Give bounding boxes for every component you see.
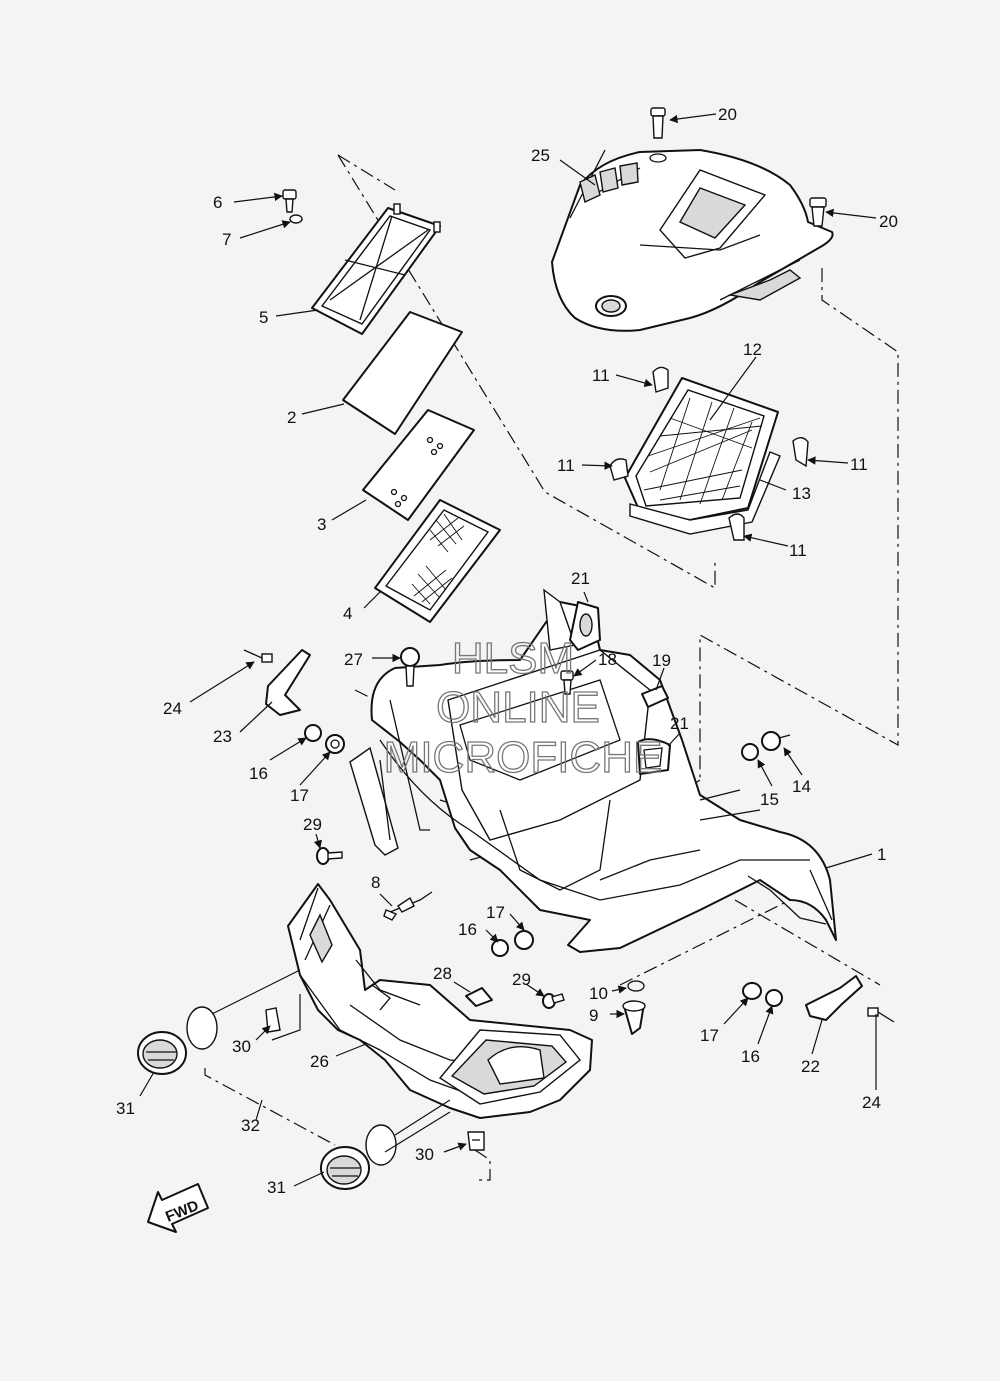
callout-2: 2: [287, 408, 296, 427]
sponge-pad-2: [342, 311, 463, 435]
filter-screen-4: [374, 499, 501, 623]
fastener-6-7: [282, 189, 303, 224]
screw-29b: [542, 993, 565, 1009]
callout-labels: 20 20 25 6 7 5 2 3 4 12 11 11 11 11 13 2…: [116, 105, 898, 1197]
lens-ring-32b: [365, 1124, 397, 1166]
callout-31a: 31: [116, 1099, 135, 1118]
watermark-line-3: MICROFICHE: [384, 733, 663, 782]
callout-21b: 21: [670, 714, 689, 733]
callout-15: 15: [760, 790, 779, 809]
screw-29a: [316, 847, 343, 865]
callout-26: 26: [310, 1052, 329, 1071]
callout-17c: 17: [700, 1026, 719, 1045]
callout-4: 4: [343, 604, 352, 623]
callout-16c: 16: [741, 1047, 760, 1066]
callout-16b: 16: [458, 920, 477, 939]
rivet-24b: [867, 1007, 895, 1023]
front-cover-lower-26: [287, 883, 593, 1119]
watermark-line-2: ONLINE: [436, 683, 600, 732]
nut-19: [641, 685, 669, 708]
callout-leaders: [139, 113, 877, 1187]
callout-10: 10: [589, 984, 608, 1003]
front-fender-1: [349, 588, 837, 953]
callout-7: 7: [222, 230, 231, 249]
grille-clips-11: [609, 366, 809, 541]
callout-21a: 21: [571, 569, 590, 588]
callout-24b: 24: [862, 1093, 881, 1112]
callout-29a: 29: [303, 815, 322, 834]
bolt-washer-16-17b: [491, 930, 534, 957]
watermark-line-1: HLSM: [452, 634, 574, 683]
callout-11b: 11: [850, 455, 868, 474]
callout-25: 25: [531, 146, 550, 165]
headlight-31a: [137, 1031, 187, 1075]
callout-20b: 20: [879, 212, 898, 231]
callout-6: 6: [213, 193, 222, 212]
callout-9: 9: [589, 1006, 598, 1025]
rubber-damper-21a: [569, 601, 601, 651]
callout-24a: 24: [163, 699, 182, 718]
callout-31b: 31: [267, 1178, 286, 1197]
grommet-9-10: [622, 980, 646, 1035]
watermark: HLSM ONLINE MICROFICHE: [383, 633, 663, 782]
rubber-damper-21b: [637, 738, 671, 775]
callout-11c: 11: [557, 456, 575, 475]
callout-16a: 16: [249, 764, 268, 783]
bolt-washer-16-17a: [304, 724, 345, 754]
clip-30b: [467, 1131, 485, 1151]
callout-32: 32: [241, 1116, 260, 1135]
assembly-indicators: [211, 969, 451, 1153]
callout-18: 18: [598, 650, 617, 669]
bolt-18: [560, 670, 574, 695]
trim-clip-20b: [809, 197, 827, 227]
callout-28: 28: [433, 964, 452, 983]
lens-ring-32a: [186, 1006, 218, 1050]
filter-sheet-3: [362, 409, 475, 521]
callout-19: 19: [652, 651, 671, 670]
wire-harness-8: [383, 891, 433, 921]
bracket-22: [805, 975, 863, 1021]
trim-clip-20a: [649, 107, 667, 163]
callout-17b: 17: [486, 903, 505, 922]
callout-14: 14: [792, 777, 811, 796]
forward-direction-arrow: FWD: [147, 1183, 209, 1233]
callout-11d: 11: [789, 541, 807, 560]
filter-frame-5: [311, 203, 441, 335]
callout-29b: 29: [512, 970, 531, 989]
callout-17a: 17: [290, 786, 309, 805]
callout-12: 12: [743, 340, 762, 359]
grille-12-13: [624, 377, 781, 535]
callout-13: 13: [792, 484, 811, 503]
callout-30a: 30: [232, 1037, 251, 1056]
callout-5: 5: [259, 308, 268, 327]
nut-28: [465, 987, 493, 1007]
callout-8: 8: [371, 873, 380, 892]
bolt-washer-14-15: [741, 731, 791, 761]
callout-1: 1: [877, 845, 886, 864]
callout-11a: 11: [592, 366, 610, 385]
front-cover-upper: [551, 149, 834, 332]
rivet-24a: [243, 649, 273, 663]
bolt-27: [400, 647, 420, 687]
bolt-washer-16-17c: [742, 982, 783, 1007]
callout-22: 22: [801, 1057, 820, 1076]
callout-20a: 20: [718, 105, 737, 124]
callout-30b: 30: [415, 1145, 434, 1164]
callout-3: 3: [317, 515, 326, 534]
callout-27: 27: [344, 650, 363, 669]
callout-23: 23: [213, 727, 232, 746]
headlight-31b: [320, 1146, 370, 1190]
